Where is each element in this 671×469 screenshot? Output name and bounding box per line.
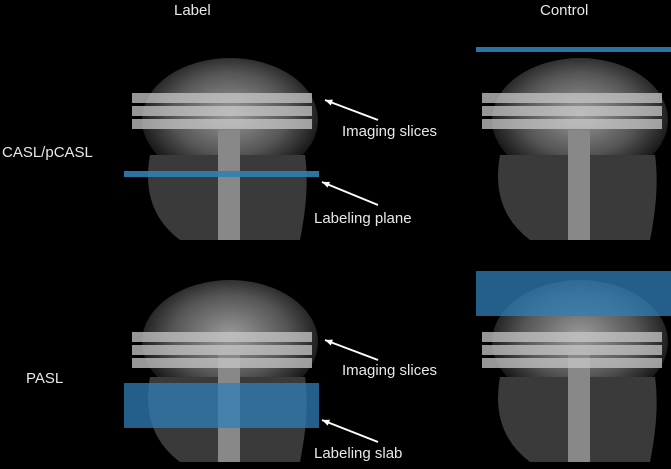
arrow — [324, 99, 379, 121]
arrow-head-icon — [322, 181, 330, 188]
imaging-slice — [132, 93, 312, 103]
imaging-slice — [482, 358, 662, 368]
annotation-labeling-slab: Labeling slab — [314, 445, 403, 462]
mri-brainstem-image — [568, 352, 590, 462]
arrow — [321, 181, 379, 206]
mri-brainstem-image — [568, 130, 590, 240]
arrow-head-icon — [325, 99, 333, 106]
column-header-control: Control — [540, 2, 589, 19]
imaging-slice — [132, 345, 312, 355]
annotation-labeling-plane: Labeling plane — [314, 210, 412, 227]
imaging-slice — [482, 106, 662, 116]
arrow-head-icon — [325, 339, 333, 346]
control-plane — [476, 47, 671, 52]
imaging-slice — [132, 332, 312, 342]
imaging-slice — [482, 93, 662, 103]
mri-brainstem-image — [218, 130, 240, 240]
labeling-plane — [124, 171, 319, 177]
imaging-slice — [132, 119, 312, 129]
imaging-slice — [482, 345, 662, 355]
control-slab — [476, 271, 671, 316]
arrow-head-icon — [322, 419, 330, 426]
labeling-slab — [124, 383, 319, 428]
arrow — [321, 419, 379, 443]
row-label-casl: CASL/pCASL — [2, 144, 93, 161]
imaging-slice — [482, 332, 662, 342]
annotation-imaging-slices-casl: Imaging slices — [342, 123, 438, 140]
imaging-slice — [132, 106, 312, 116]
arrow — [324, 339, 379, 361]
row-label-pasl: PASL — [26, 370, 64, 387]
annotation-imaging-slices-pasl: Imaging slices — [342, 362, 438, 379]
column-header-label: Label — [174, 2, 211, 19]
imaging-slice — [482, 119, 662, 129]
imaging-slice — [132, 358, 312, 368]
